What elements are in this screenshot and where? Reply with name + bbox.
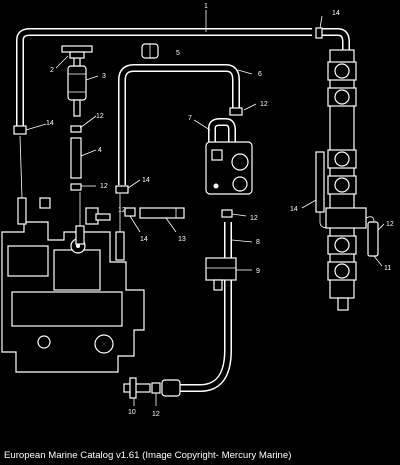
fuel-rail bbox=[315, 49, 367, 311]
clip-2 bbox=[61, 45, 93, 59]
callout-13: 13 bbox=[178, 236, 186, 243]
clamps bbox=[13, 27, 323, 394]
hose-4 bbox=[70, 137, 82, 179]
callout-1: 1 bbox=[204, 3, 208, 10]
hose-13 bbox=[139, 207, 185, 219]
callout-3: 3 bbox=[102, 73, 106, 80]
hose-end-bottom bbox=[161, 379, 181, 397]
callout-12-b: 12 bbox=[260, 101, 268, 108]
callout-11: 11 bbox=[384, 265, 391, 272]
callout-9: 9 bbox=[256, 268, 260, 275]
hose-6 bbox=[118, 64, 240, 185]
hose-rail-top bbox=[322, 28, 350, 50]
callout-8: 8 bbox=[256, 239, 260, 246]
callout-14-mid: 14 bbox=[140, 236, 148, 243]
fuel-filter bbox=[67, 55, 87, 117]
callout-2: 2 bbox=[50, 67, 54, 74]
part-11 bbox=[365, 216, 379, 257]
callout-6: 6 bbox=[258, 71, 262, 78]
clip-5 bbox=[141, 43, 159, 59]
fuel-pump bbox=[205, 141, 253, 195]
callout-14-rail: 14 bbox=[290, 206, 298, 213]
leader-lines bbox=[25, 10, 385, 406]
hose-8 bbox=[178, 222, 232, 392]
callout-12-e: 12 bbox=[118, 207, 126, 214]
hose-1 bbox=[16, 28, 312, 130]
callout-5: 5 bbox=[176, 50, 180, 57]
callout-labels: 1 14 2 3 5 6 14 12 12 7 4 12 12 14 14 12… bbox=[46, 3, 394, 418]
callout-14-left: 14 bbox=[46, 120, 54, 127]
image-caption: European Marine Catalog v1.61 (Image Cop… bbox=[4, 450, 292, 461]
clamp-9 bbox=[205, 257, 237, 291]
callout-4: 4 bbox=[98, 147, 102, 154]
callout-12-d: 12 bbox=[250, 215, 258, 222]
connector-10 bbox=[123, 377, 151, 399]
parts-diagram: 1 14 2 3 5 6 14 12 12 7 4 12 12 14 14 12… bbox=[1, 3, 394, 418]
callout-14-top-right: 14 bbox=[332, 10, 340, 17]
callout-12-a: 12 bbox=[96, 113, 104, 120]
engine-block bbox=[1, 135, 145, 373]
callout-12-bottom: 12 bbox=[152, 411, 160, 418]
callout-12-rail: 12 bbox=[386, 221, 394, 228]
callout-14-center: 14 bbox=[142, 177, 150, 184]
hose-7 bbox=[208, 118, 236, 160]
callout-10: 10 bbox=[128, 409, 136, 416]
callout-12-c: 12 bbox=[100, 183, 108, 190]
callout-7: 7 bbox=[188, 115, 192, 122]
